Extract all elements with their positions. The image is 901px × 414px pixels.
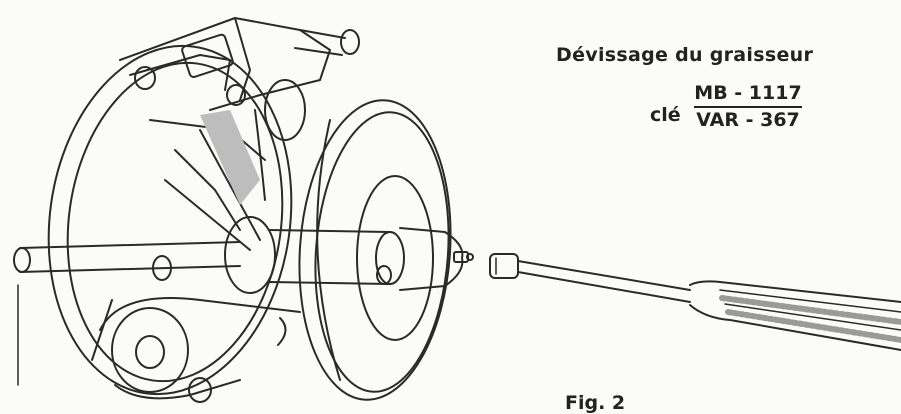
- figure-number: Fig. 2: [565, 392, 626, 414]
- variator-housing: [47, 17, 360, 396]
- variator-pulley: [298, 99, 452, 401]
- fraction-bar: [694, 106, 802, 108]
- tool-ref-top: MB - 1117: [694, 82, 802, 104]
- caption-title: Dévissage du graisseur: [556, 44, 814, 66]
- tool-prefix: clé: [650, 104, 681, 126]
- box-wrench-tool: [489, 253, 901, 351]
- tool-fraction: MB - 1117 VAR - 367: [694, 82, 802, 131]
- tensioner-arm: [91, 297, 301, 403]
- main-shaft: [13, 216, 464, 294]
- grease-nipple: [453, 251, 474, 263]
- tool-ref-bottom: VAR - 367: [696, 109, 800, 131]
